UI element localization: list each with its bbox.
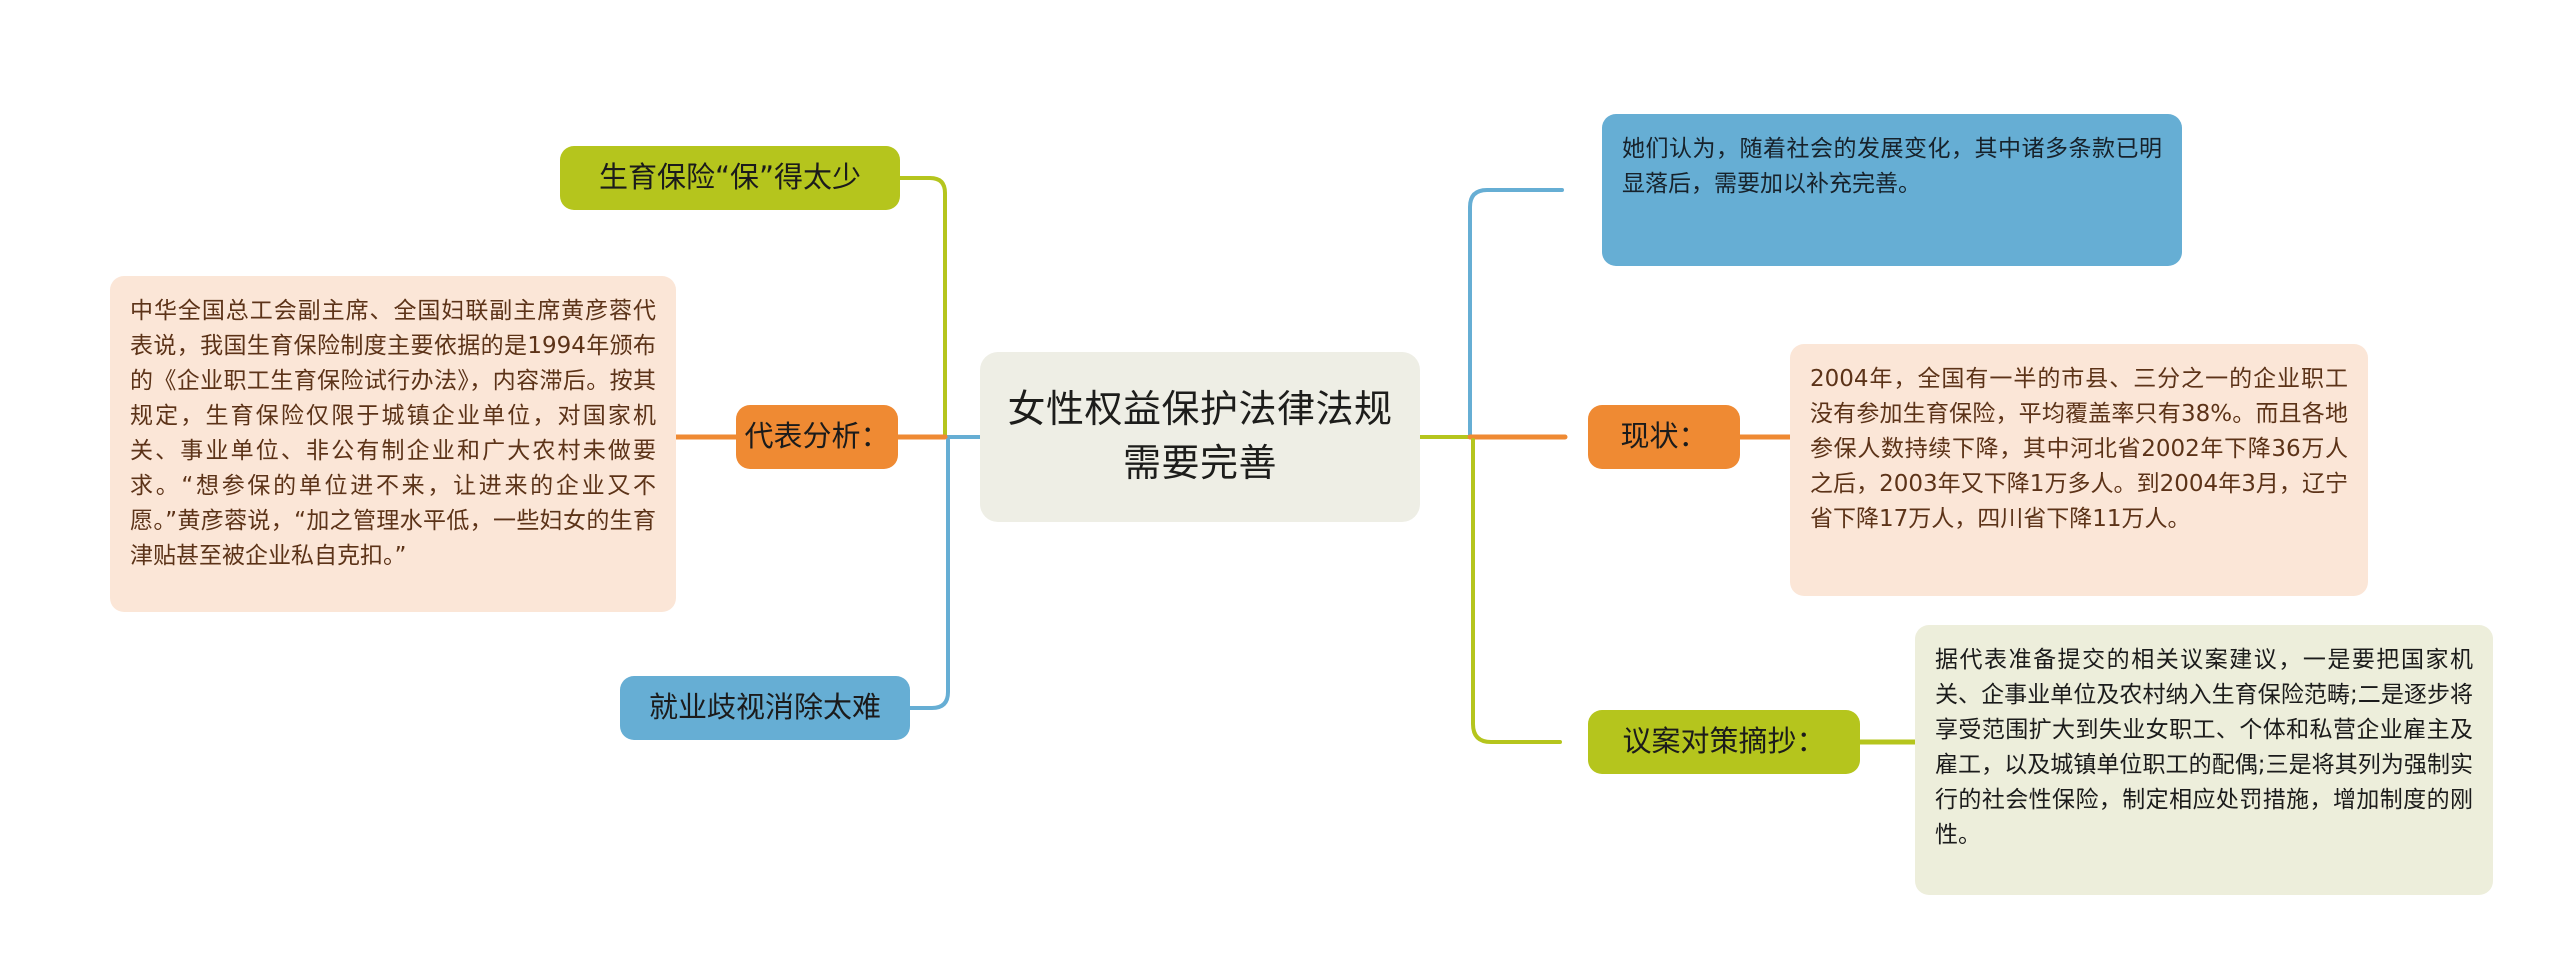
central-topic-label: 女性权益保护法律法规需要完善 [1007,387,1393,485]
branch-proposal-excerpt-label: 议案对策摘抄： [1622,724,1826,759]
note-proposal-excerpt-text: 据代表准备提交的相关议案建议，一是要把国家机关、企事业单位及农村纳入生育保险范畴… [1935,647,2473,848]
note-delegate-analysis-text: 中华全国总工会副主席、全国妇联副主席黄彦蓉代表说，我国生育保险制度主要依据的是1… [130,298,656,569]
branch-delegate-analysis-label: 代表分析： [744,419,890,454]
connector-to-employment-discrimination [908,438,950,710]
note-delegate-analysis[interactable]: 中华全国总工会副主席、全国妇联副主席黄彦蓉代表说，我国生育保险制度主要依据的是1… [110,276,676,612]
branch-employment-discrimination-label: 就业歧视消除太难 [648,690,881,725]
branch-current-status[interactable]: 现状： [1588,405,1740,469]
note-opinion[interactable]: 她们认为，随着社会的发展变化，其中诸多条款已明显落后，需要加以补充完善。 [1602,114,2182,266]
note-proposal-excerpt[interactable]: 据代表准备提交的相关议案建议，一是要把国家机关、企事业单位及农村纳入生育保险范畴… [1915,625,2493,895]
connector-to-birth-insurance [898,176,947,439]
branch-current-status-label: 现状： [1620,419,1708,454]
note-opinion-text: 她们认为，随着社会的发展变化，其中诸多条款已明显落后，需要加以补充完善。 [1622,136,2162,197]
central-topic[interactable]: 女性权益保护法律法规需要完善 [980,352,1420,522]
branch-proposal-excerpt[interactable]: 议案对策摘抄： [1588,710,1860,774]
note-current-status[interactable]: 2004年，全国有一半的市县、三分之一的企业职工没有参加生育保险，平均覆盖率只有… [1790,344,2368,596]
note-current-status-text: 2004年，全国有一半的市县、三分之一的企业职工没有参加生育保险，平均覆盖率只有… [1810,366,2348,532]
connector-to-proposal-excerpt [1471,438,1562,744]
connector-to-opinion-note [1468,188,1564,439]
branch-birth-insurance-label: 生育保险“保”得太少 [598,160,862,195]
branch-delegate-analysis[interactable]: 代表分析： [736,405,898,469]
branch-birth-insurance[interactable]: 生育保险“保”得太少 [560,146,900,210]
branch-employment-discrimination[interactable]: 就业歧视消除太难 [620,676,910,740]
